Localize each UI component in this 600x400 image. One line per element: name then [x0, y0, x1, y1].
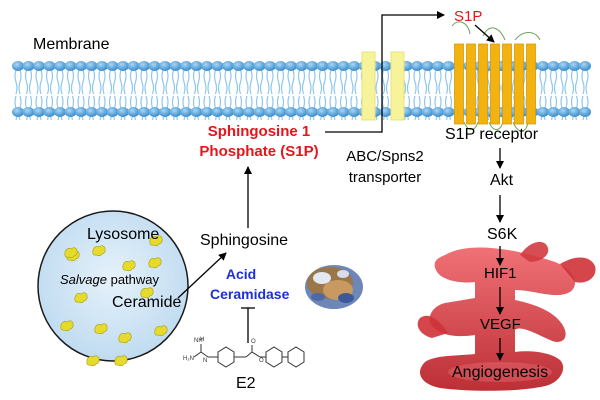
e2-inhibitor-label: E2 [236, 375, 256, 392]
inhibition-mark [241, 307, 255, 343]
enzyme-label-line2: Ceramidase [210, 286, 290, 302]
transporter-label: ABC/Spns2 transporter [334, 146, 436, 188]
e2-atom-label: O [259, 358, 264, 364]
abc-transporter [361, 51, 405, 121]
ceramide-particles [60, 235, 168, 367]
lysosome-label: Lysosome [87, 226, 160, 243]
acid-ceramidase-label: Acid Ceramidase [210, 264, 290, 304]
e2-atom-label: H [200, 337, 204, 343]
s1p-receptor [451, 21, 541, 132]
vegf-label: VEGF [480, 316, 521, 333]
export-arrow [325, 11, 445, 133]
s1p-name-label: Sphingosine 1 Phosphate (S1P) [188, 122, 330, 162]
transporter-label-line2: transporter [348, 169, 422, 186]
ceramide-label: Ceramide [112, 294, 182, 311]
salvage-pathway-label: Salvage pathway [60, 272, 160, 287]
e2-atom-label: H₂N [183, 356, 194, 362]
receptor-label: S1P receptor [445, 126, 539, 143]
blood-vessel-icon [417, 241, 596, 391]
e2-chemical-structure-icon [193, 344, 305, 368]
binding-arrow [474, 24, 495, 43]
salvage-italic-text: Salvage [60, 272, 107, 287]
hif1-label: HIF1 [484, 265, 517, 282]
s1p-name-line2: Phosphate (S1P) [199, 143, 319, 160]
membrane-label: Membrane [33, 36, 110, 53]
pathway-text: pathway [106, 272, 160, 287]
angiogenesis-label: Angiogenesis [452, 364, 549, 381]
s1p-extracellular-label: S1P [454, 8, 483, 25]
transporter-label-line1: ABC/Spns2 [346, 148, 424, 165]
e2-atom-label: N [203, 358, 207, 364]
akt-label: Akt [490, 172, 514, 189]
s6k-label: S6K [487, 226, 518, 243]
enzyme-label-line1: Acid [225, 266, 257, 282]
ceramide-to-sphingosine-arrow [177, 252, 227, 299]
s1p-name-line1: Sphingosine 1 [207, 123, 311, 140]
e2-atom-labels: H₂N NHH N O O [183, 337, 264, 364]
acid-ceramidase-structure-icon [305, 265, 363, 309]
sphingosine-label: Sphingosine [200, 232, 289, 249]
e2-atom-label: NH [194, 338, 203, 344]
e2-atom-label: O [251, 339, 256, 345]
